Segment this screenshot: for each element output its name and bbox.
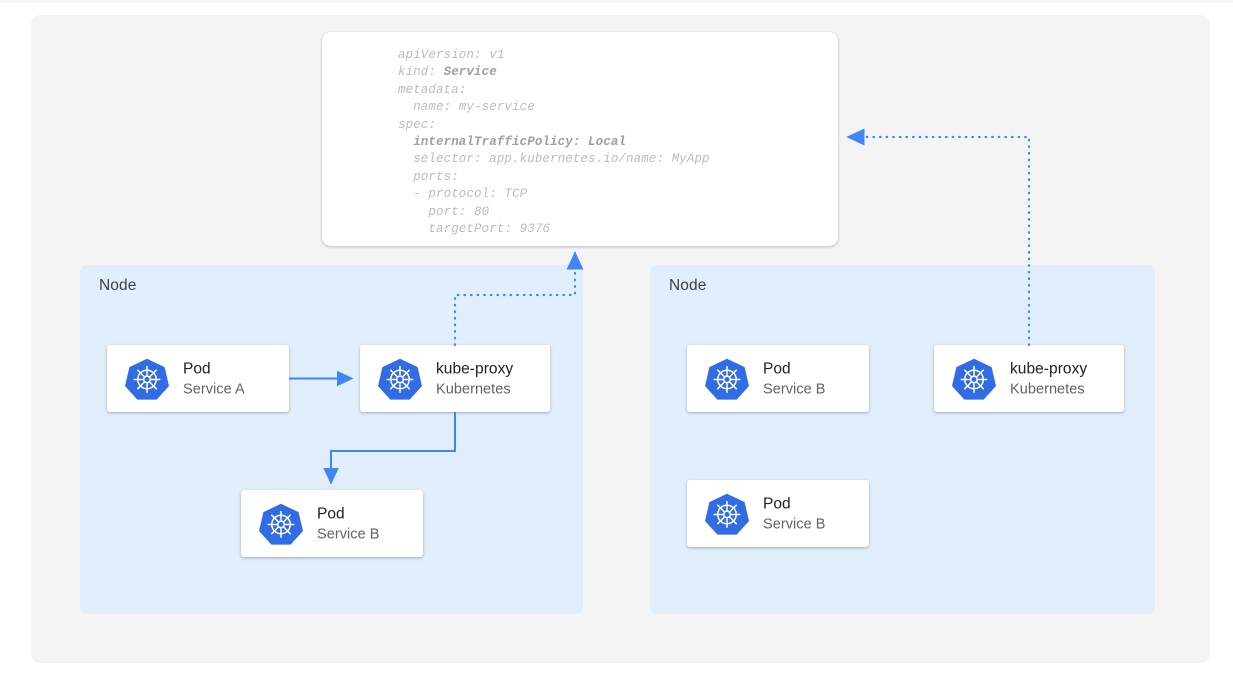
card-kube-proxy-left[interactable]: kube-proxy Kubernetes <box>360 345 550 412</box>
card-title: Pod <box>183 359 211 377</box>
card-text: Pod Service B <box>317 504 380 544</box>
card-pod-service-b-left[interactable]: Pod Service B <box>241 490 423 557</box>
card-pod-service-b-right-top[interactable]: Pod Service B <box>687 345 869 412</box>
card-text: kube-proxy Kubernetes <box>1010 359 1087 399</box>
node-panel-right: Node <box>650 265 1155 614</box>
card-pod-service-a[interactable]: Pod Service A <box>107 345 289 412</box>
kubernetes-logo-icon <box>952 357 996 401</box>
card-subtitle: Kubernetes <box>1010 381 1085 398</box>
card-title: kube-proxy <box>436 359 514 377</box>
card-title: Pod <box>763 494 791 512</box>
top-divider <box>0 0 1233 3</box>
card-subtitle: Service B <box>763 381 826 398</box>
card-text: kube-proxy Kubernetes <box>436 359 513 399</box>
card-text: Pod Service B <box>763 494 826 534</box>
kubernetes-logo-icon <box>705 492 749 536</box>
kubernetes-logo-icon <box>259 502 303 546</box>
service-manifest-card: apiVersion: v1 kind: Service metadata: n… <box>322 32 838 246</box>
card-title: Pod <box>763 359 791 377</box>
card-text: Pod Service A <box>183 359 245 399</box>
card-subtitle: Service A <box>183 381 245 398</box>
card-kube-proxy-right[interactable]: kube-proxy Kubernetes <box>934 345 1124 412</box>
card-subtitle: Service B <box>317 526 380 543</box>
card-title: Pod <box>317 504 345 522</box>
card-subtitle: Service B <box>763 516 826 533</box>
kubernetes-logo-icon <box>125 357 169 401</box>
node-label-right: Node <box>669 277 707 294</box>
node-label-left: Node <box>99 277 137 294</box>
card-subtitle: Kubernetes <box>436 381 511 398</box>
service-yaml-code: apiVersion: v1 kind: Service metadata: n… <box>398 48 710 237</box>
card-title: kube-proxy <box>1010 359 1088 377</box>
kubernetes-logo-icon <box>705 357 749 401</box>
kubernetes-logo-icon <box>378 357 422 401</box>
card-pod-service-b-right-bottom[interactable]: Pod Service B <box>687 480 869 547</box>
card-text: Pod Service B <box>763 359 826 399</box>
node-panel-left: Node <box>80 265 583 614</box>
